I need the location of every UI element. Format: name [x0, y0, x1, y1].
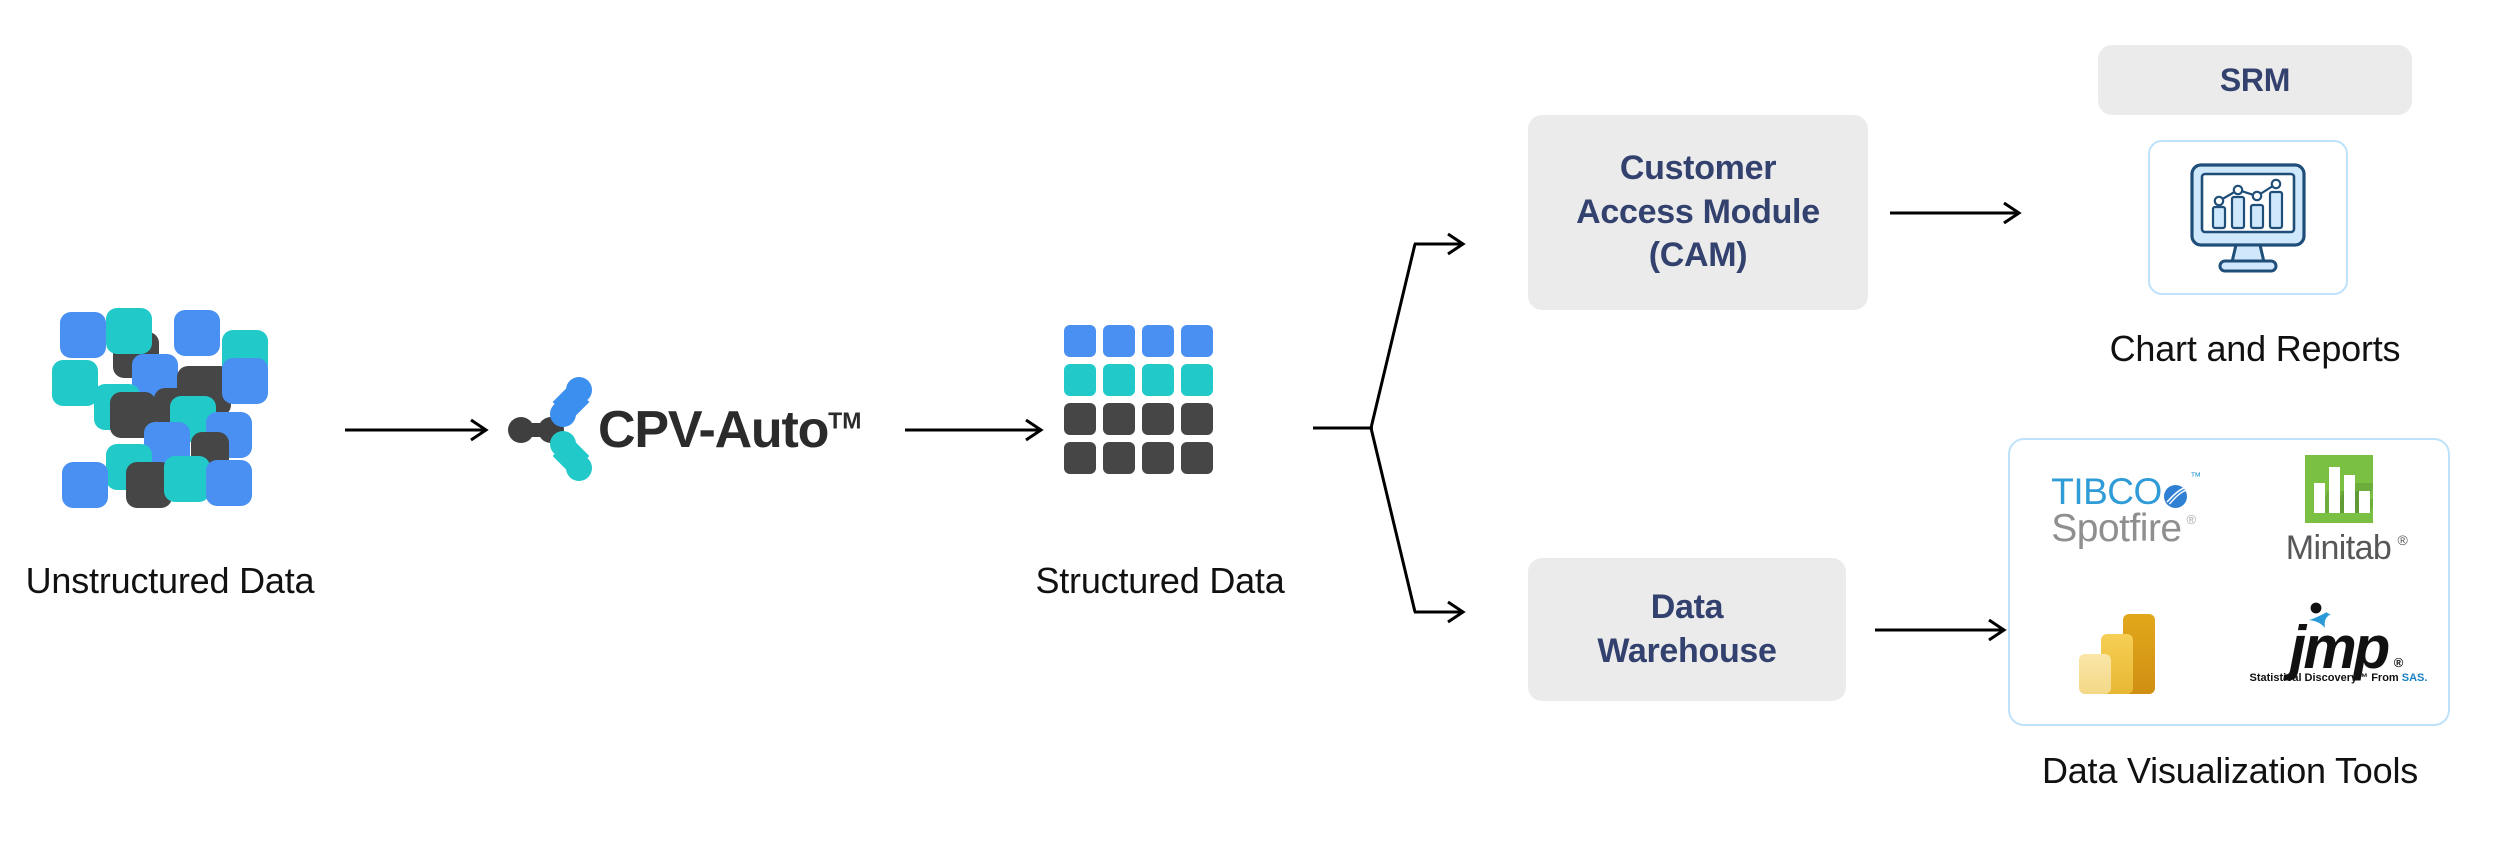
grid-cell: [1064, 325, 1096, 357]
arrow-warehouse-to-tools: [1875, 618, 2007, 642]
spotfire-wordmark: Spotfire®: [2051, 507, 2196, 551]
minitab-registered: ®: [2397, 531, 2408, 548]
cam-label: Customer Access Module (CAM): [1576, 147, 1820, 278]
spotfire-registered: ®: [2186, 512, 2197, 528]
data-warehouse-label: Data Warehouse: [1597, 586, 1777, 673]
structured-data-icon: [1064, 325, 1213, 474]
grid-cell: [1103, 364, 1135, 396]
chip: [60, 312, 106, 358]
minitab-logo: Minitab®: [2285, 454, 2408, 568]
tibco-wordmark: TIBCO ™: [2051, 471, 2201, 513]
chip: [52, 360, 98, 406]
chip: [62, 462, 108, 508]
grid-cell: [1181, 403, 1213, 435]
powerbi-bar-short: [2078, 654, 2111, 694]
power-bi-logo: [2077, 612, 2163, 694]
jmp-wordmark: jmp®: [2289, 613, 2403, 681]
srm-label: SRM: [2219, 61, 2291, 98]
data-warehouse-label-line-1: Data: [1650, 587, 1724, 626]
grid-cell: [1064, 442, 1096, 474]
jmp-registered: ®: [2393, 654, 2403, 670]
grid-cell: [1181, 364, 1213, 396]
chip: [106, 308, 152, 354]
arrow-cpv-to-structured: [905, 418, 1044, 442]
grid-cell: [1103, 325, 1135, 357]
tibco-spotfire-logo: TIBCO ™ Spotfire®: [2051, 471, 2201, 551]
unstructured-data-caption: Unstructured Data: [25, 560, 315, 601]
trademark-symbol: TM: [828, 407, 862, 434]
chip: [206, 460, 252, 506]
chip: [222, 358, 268, 404]
grid-cell: [1142, 364, 1174, 396]
chart-and-reports-caption: Chart and Reports: [2109, 328, 2401, 369]
customer-access-module-box[interactable]: Customer Access Module (CAM): [1528, 115, 1868, 310]
structured-data-caption: Structured Data: [1035, 560, 1285, 601]
grid-cell: [1142, 442, 1174, 474]
minitab-wordmark: Minitab®: [2285, 528, 2408, 567]
node-blue: [550, 377, 592, 427]
data-warehouse-box[interactable]: Data Warehouse: [1528, 558, 1846, 701]
cam-label-line-2: Access Module: [1576, 192, 1820, 231]
grid-cell: [1181, 325, 1213, 357]
minitab-square-icon: [2304, 454, 2373, 523]
cam-label-line-1: Customer: [1619, 149, 1777, 188]
grid-cell: [1064, 364, 1096, 396]
data-visualization-tools-card[interactable]: TIBCO ™ Spotfire® Minit: [2008, 438, 2450, 726]
arrow-structured-branch: [1313, 232, 1466, 624]
grid-cell: [1142, 325, 1174, 357]
cpv-auto-logo: CPV-AutoTM: [508, 370, 861, 490]
cam-label-line-3: (CAM): [1648, 236, 1748, 275]
tibco-globe-icon: [2163, 485, 2187, 509]
jmp-star-icon: [2308, 602, 2331, 628]
grid-cell: [1181, 442, 1213, 474]
grid-cell: [1103, 403, 1135, 435]
jmp-logo: jmp® Statistical Discovery™ From SAS.: [2249, 602, 2428, 685]
chip: [164, 456, 210, 502]
arrow-unstructured-to-cpv: [345, 418, 489, 442]
data-warehouse-label-line-2: Warehouse: [1597, 631, 1777, 670]
arrow-cam-to-srm: [1890, 201, 2022, 225]
jmp-tagline: Statistical Discovery™ From SAS.: [2249, 672, 2428, 685]
cpv-auto-wordmark-text: CPV-Auto: [598, 401, 829, 459]
cpv-auto-molecule-icon: [508, 375, 592, 485]
grid-cell: [1103, 442, 1135, 474]
cpv-auto-wordmark: CPV-AutoTM: [598, 400, 861, 460]
chip: [174, 310, 220, 356]
srm-box[interactable]: SRM: [2098, 45, 2412, 115]
unstructured-data-icon: [50, 308, 290, 510]
tibco-tm: ™: [2190, 471, 2201, 484]
monitor-bar-chart-icon: [2190, 162, 2306, 272]
chart-and-reports-card[interactable]: [2148, 140, 2348, 295]
node-teal: [550, 431, 592, 481]
data-visualization-tools-caption: Data Visualization Tools: [2041, 750, 2419, 791]
grid-cell: [1142, 403, 1174, 435]
grid-cell: [1064, 403, 1096, 435]
